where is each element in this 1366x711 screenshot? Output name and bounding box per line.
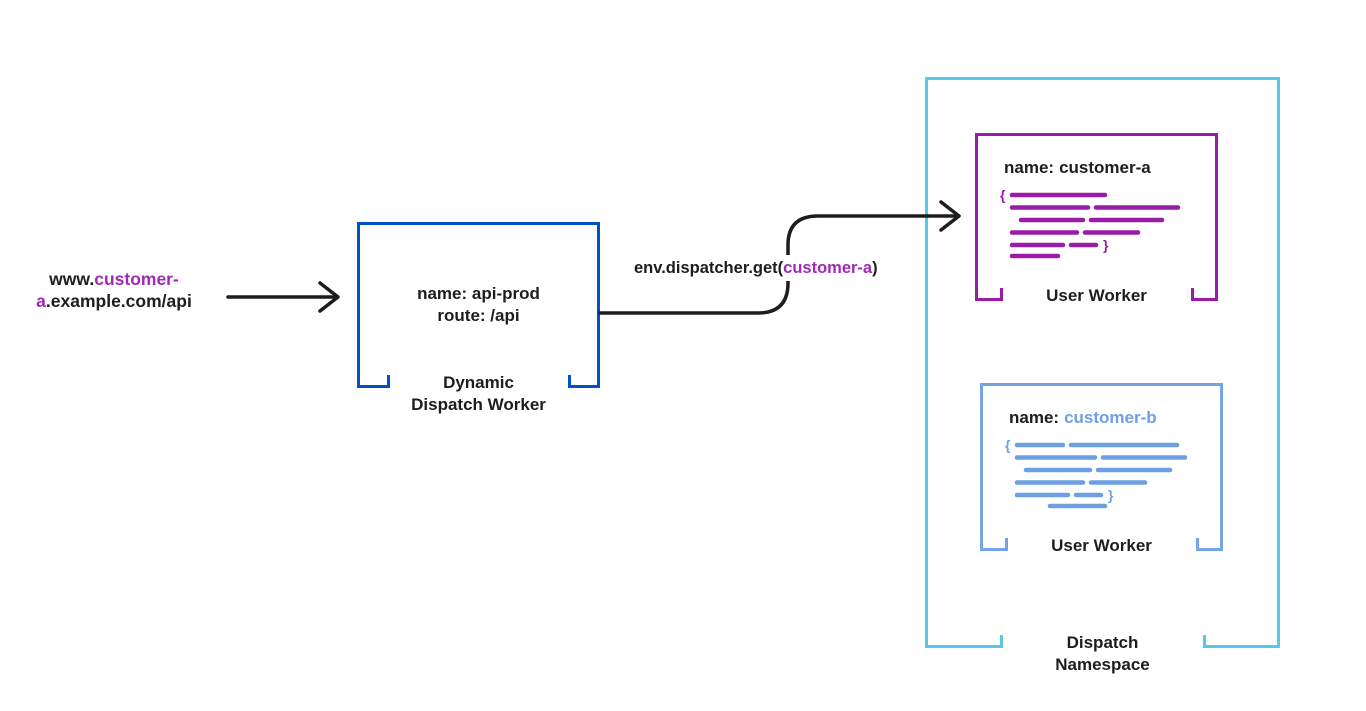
border-notch-tick (567, 375, 571, 388)
worker-b-name-label: name: (1009, 408, 1060, 427)
code-brace-close: } (1108, 487, 1114, 503)
user-worker-b-box: name:customer-b { } User Worker (980, 383, 1223, 555)
dispatch-namespace-box: name:customer-a { } User Worker (925, 77, 1280, 674)
border-notch (999, 635, 1206, 648)
dispatch-namespace-label: Dispatch Namespace (1055, 632, 1150, 676)
user-worker-a-box: name:customer-a { } User Worker (975, 133, 1218, 305)
dispatch-worker-route-text: route: /api (437, 306, 520, 325)
worker-a-name-value: customer-a (1059, 158, 1151, 177)
border-notch (1004, 538, 1199, 551)
url-www: www. (49, 269, 95, 289)
border-notch-tick (386, 375, 390, 388)
dispatch-namespace-label-line2: Namespace (1055, 655, 1150, 674)
border-notch-tick (1004, 538, 1008, 551)
request-arrow (226, 281, 340, 313)
code-brace-open: { (1000, 188, 1006, 203)
dynamic-dispatch-worker-label: Dynamic Dispatch Worker (411, 372, 546, 416)
border-notch-tick (1202, 635, 1206, 648)
dispatcher-call-label: env.dispatcher.get(customer-a) (631, 255, 881, 281)
worker-a-name-label: name: (1004, 158, 1055, 177)
user-worker-b-code-snippet-graphic: { } (1005, 438, 1188, 509)
user-worker-b-name: name:customer-b (1009, 408, 1157, 428)
border-notch (386, 375, 571, 388)
user-worker-a-name: name:customer-a (1004, 158, 1151, 178)
user-worker-a-label: User Worker (1046, 286, 1147, 305)
request-url: www.customer- a.example.com/api (8, 268, 220, 312)
dispatcher-call-prefix: env.dispatcher.get( (634, 259, 784, 277)
dispatch-worker-label-line2: Dispatch Worker (411, 395, 546, 414)
user-worker-a-code-snippet-graphic: { } (1000, 188, 1181, 259)
dynamic-dispatch-worker-box: name: api-prod route: /api Dynamic Dispa… (357, 222, 600, 414)
border-notch-tick (1195, 538, 1199, 551)
border-notch-tick (999, 635, 1003, 648)
dispatch-worker-name-text: name: api-prod (417, 284, 540, 303)
dispatcher-call-argument: customer-a (783, 259, 873, 277)
border-notch-tick (999, 288, 1003, 301)
worker-b-name-value: customer-b (1064, 408, 1157, 427)
url-customer-a-highlight: a (36, 291, 46, 311)
code-brace-open: { (1005, 438, 1011, 453)
dispatch-namespace-label-line1: Dispatch (1066, 633, 1139, 652)
border-notch (999, 288, 1194, 301)
url-customer-highlight: customer- (94, 269, 179, 289)
url-domain: .example.com/api (45, 291, 192, 311)
dispatch-worker-label-line1: Dynamic (443, 373, 514, 392)
dispatcher-call-suffix: ) (872, 259, 878, 277)
dispatch-worker-details: name: api-prod route: /api (360, 225, 597, 385)
user-worker-b-label: User Worker (1051, 536, 1152, 555)
border-notch-tick (1190, 288, 1194, 301)
arrowhead-icon (318, 281, 340, 313)
code-brace-close: } (1103, 237, 1109, 253)
